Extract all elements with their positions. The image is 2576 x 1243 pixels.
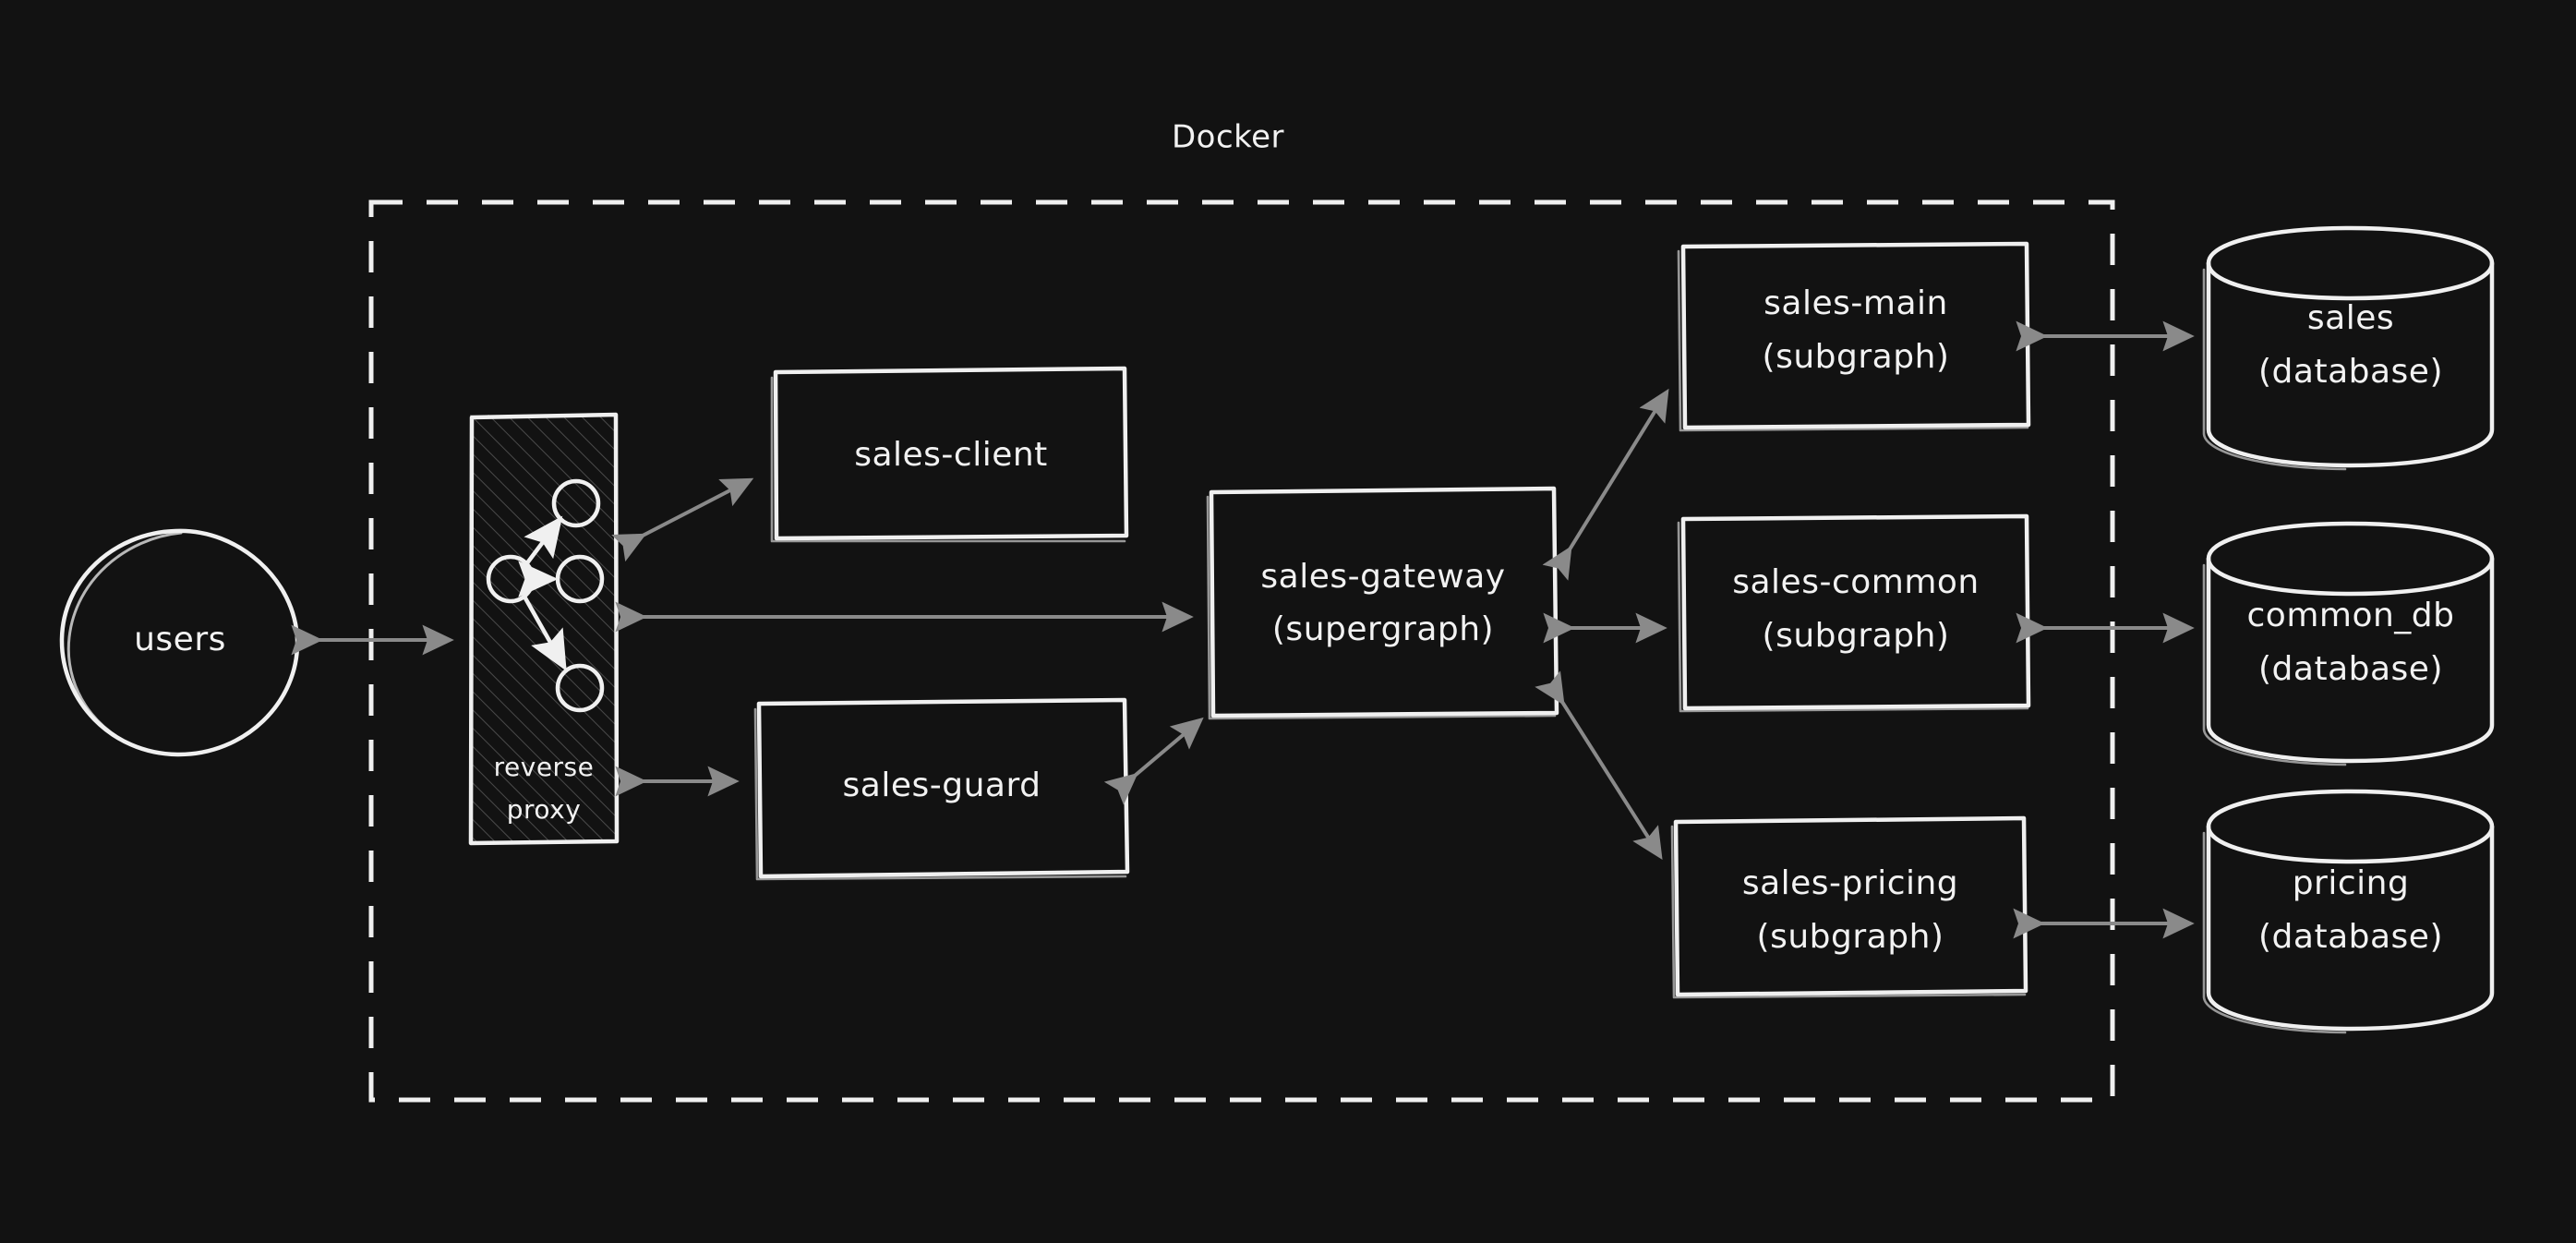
sales-common-label-line1: sales-common — [1732, 563, 1980, 601]
sales-client-label: sales-client — [854, 436, 1048, 474]
sales-gateway-label-line1: sales-gateway — [1260, 558, 1505, 596]
sales-db-sketch-overstroke — [2202, 268, 2347, 471]
sales-pricing-label-line2: (subgraph) — [1757, 918, 1944, 956]
sales-db-top-ellipse — [2206, 260, 2495, 301]
sales-pricing-sketch-overstroke — [1670, 825, 2027, 999]
node-common-database[interactable]: common_db (database) — [2202, 521, 2495, 766]
reverse-proxy-label-line2: proxy — [507, 794, 582, 825]
sales-gateway-sketch-overstroke — [1206, 495, 1557, 720]
users-circle-sketch-overstroke — [66, 531, 183, 755]
sales-common-outline — [1680, 513, 2031, 711]
sales-db-label-line1: sales — [2307, 299, 2394, 337]
common-db-label-line1: common_db — [2247, 597, 2455, 634]
pricing-db-body — [2206, 789, 2495, 1032]
edge-sales-guard-to-sales-gateway — [1103, 717, 1204, 805]
sales-main-outline — [1680, 241, 2031, 430]
node-sales-pricing[interactable]: sales-pricing (subgraph) — [1670, 815, 2028, 999]
common-db-top-ellipse — [2206, 556, 2495, 597]
edge-reverse-proxy-to-sales-client — [611, 477, 754, 562]
node-pricing-database[interactable]: pricing (database) — [2202, 789, 2495, 1034]
proxy-arrow-to-lower — [522, 594, 567, 671]
common-db-body — [2206, 521, 2495, 764]
edge-sales-gateway-to-sales-main — [1542, 388, 1669, 581]
proxy-node-upper-circle — [551, 478, 601, 528]
sales-main-label-line1: sales-main — [1763, 284, 1948, 322]
pricing-db-label-line1: pricing — [2293, 864, 2410, 902]
proxy-arrow-to-upper — [524, 515, 563, 567]
node-sales-guard[interactable]: sales-guard — [753, 697, 1130, 881]
node-sales-main[interactable]: sales-main (subgraph) — [1677, 241, 2031, 432]
node-sales-common[interactable]: sales-common (subgraph) — [1677, 513, 2031, 713]
sales-client-sketch-overstroke — [770, 376, 1126, 543]
sales-guard-sketch-overstroke — [753, 707, 1127, 881]
sales-client-outline — [773, 366, 1129, 541]
reverse-proxy-outline — [468, 412, 620, 846]
sales-pricing-label-line1: sales-pricing — [1742, 864, 1958, 902]
sales-pricing-outline — [1673, 815, 2028, 997]
sales-main-label-line2: (subgraph) — [1763, 338, 1950, 376]
reverse-proxy-label-line1: reverse — [494, 752, 595, 782]
node-sales-database[interactable]: sales (database) — [2202, 225, 2495, 471]
pricing-db-sketch-overstroke — [2202, 831, 2347, 1034]
sales-guard-outline — [756, 697, 1130, 879]
proxy-node-lower-circle — [555, 663, 605, 713]
docker-label: Docker — [1172, 119, 1284, 156]
node-users[interactable]: users — [59, 528, 300, 757]
sales-db-body — [2206, 225, 2495, 468]
sales-db-label-line2: (database) — [2258, 353, 2443, 391]
users-label: users — [134, 621, 226, 658]
sales-main-sketch-overstroke — [1677, 249, 2029, 432]
pricing-db-label-line2: (database) — [2258, 918, 2443, 956]
common-db-sketch-overstroke — [2202, 563, 2347, 766]
node-reverse-proxy[interactable]: reverse proxy — [468, 412, 620, 846]
users-circle-outline — [59, 528, 300, 757]
sales-common-label-line2: (subgraph) — [1763, 617, 1950, 655]
pricing-db-top-ellipse — [2206, 824, 2495, 864]
common-db-label-line2: (database) — [2258, 650, 2443, 688]
sales-gateway-label-line2: (supergraph) — [1272, 610, 1494, 648]
sales-guard-label: sales-guard — [843, 766, 1041, 804]
edge-sales-gateway-to-sales-pricing — [1535, 670, 1663, 861]
sales-common-sketch-overstroke — [1677, 521, 2029, 713]
edges-layer — [291, 320, 2195, 939]
node-sales-client[interactable]: sales-client — [770, 366, 1129, 543]
